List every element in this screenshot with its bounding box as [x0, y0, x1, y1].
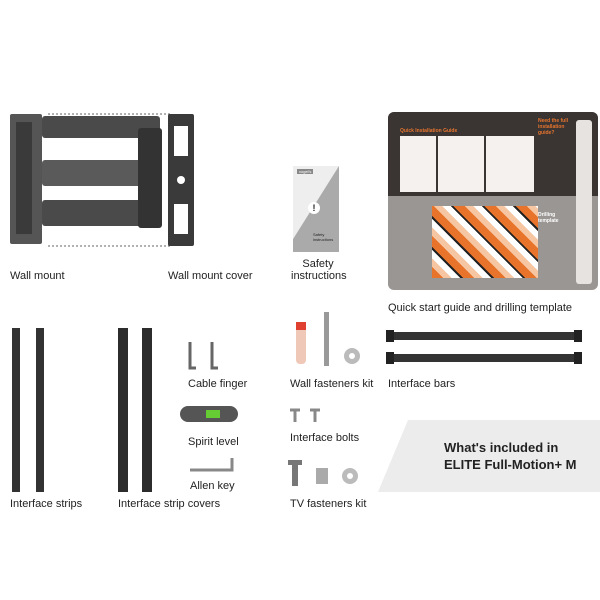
guide-drilling: Drilling template: [538, 212, 559, 224]
label-allen-key: Allen key: [190, 480, 235, 492]
drilling-template-pattern: [432, 206, 538, 278]
fasteners-image: [288, 312, 360, 486]
label-interface-strip-covers: Interface strip covers: [118, 498, 221, 510]
safety-booklet: vogel's ! Safety instructions: [293, 166, 339, 252]
booklet-title: Safety instructions: [313, 232, 334, 242]
label-interface-strips: Interface strips: [10, 498, 83, 510]
guide-full-guide: Need the full installation guide?: [538, 118, 569, 136]
label-spirit-level: Spirit level: [188, 436, 239, 448]
banner-line2: ELITE Full-Motion+ M: [444, 457, 577, 472]
label-wall-mount-cover: Wall mount cover: [168, 270, 253, 282]
guide-title: Quick Installation Guide: [400, 128, 458, 134]
accessories-image: [180, 342, 238, 472]
interface-bars-image: [386, 330, 582, 364]
banner-line1: What's included in: [444, 440, 559, 455]
label-tv-fasteners-kit: TV fasteners kit: [290, 498, 367, 510]
label-cable-finger: Cable finger: [188, 378, 248, 390]
label-quick-start: Quick start guide and drilling template: [388, 302, 573, 314]
interface-strips-image: [12, 328, 152, 492]
whats-included-banner: What's included in ELITE Full-Motion+ M: [378, 420, 600, 492]
quick-start-guide: Quick Installation Guide Need the full i…: [388, 112, 598, 290]
label-interface-bolts: Interface bolts: [290, 432, 360, 444]
wall-mount-image: [10, 113, 194, 247]
booklet-brand: vogel's: [297, 169, 314, 174]
label-interface-bars: Interface bars: [388, 378, 456, 390]
label-wall-fasteners-kit: Wall fasteners kit: [290, 378, 374, 390]
warning-icon: !: [308, 202, 320, 214]
label-wall-mount: Wall mount: [10, 270, 65, 282]
